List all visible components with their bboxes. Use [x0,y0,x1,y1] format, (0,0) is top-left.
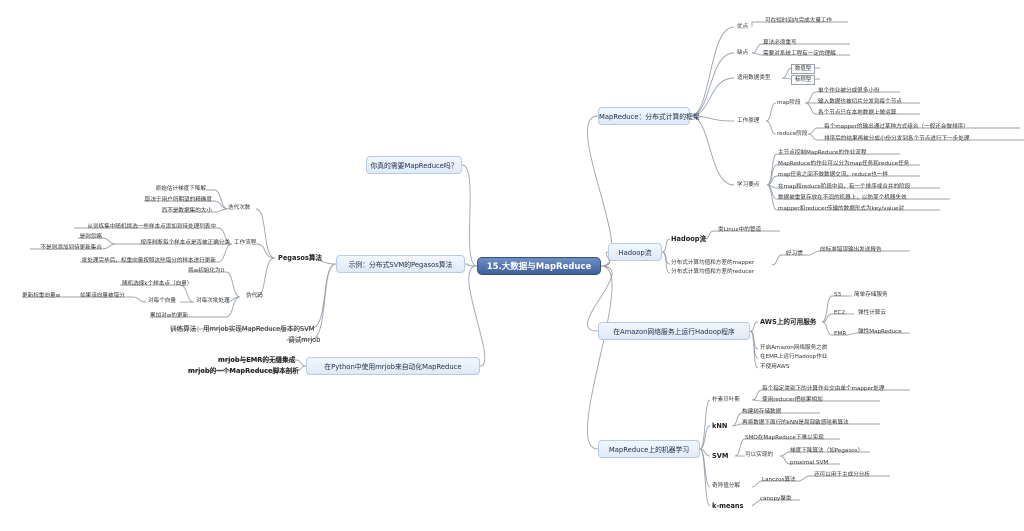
branch-need-mapreduce[interactable]: 你真的需要MapReduce吗？ [366,156,462,174]
node-pros: 优点 [737,24,749,30]
node-canopy: canopy聚类 [760,496,792,502]
node-iterations: 迭代次数 [228,205,251,211]
node-map-item: 输入数据也被切片分发到每个节点 [818,99,902,105]
node-knn-item: 构建树存储数据 [742,409,782,415]
node-map-item: 单个作业被分成很多小份 [818,88,880,94]
node-svm-possible: 可以实现的 [745,452,773,458]
node-random-k: 随机选择k个样本点（向量） [122,281,193,287]
node-mapper: 分布式计算均值和方差的mapper [671,260,755,266]
node-emr-desc: 弹性MapReduce [858,329,902,335]
node-nb-item: 使用reducer把结果相加 [762,397,823,403]
node-pca: 还可以用于主成分分析 [814,472,870,478]
node-debug: 调试mrjob [288,336,321,344]
node-reduce-item: 排序后的结果再被分成小份分发到各个节点进行下一步处理 [824,136,970,142]
node-reduce-phase: reduce阶段 [777,131,808,137]
node-ec2: EC2 [834,310,845,316]
node-svm-proximal: proximal SVM [790,460,829,466]
branch-amazon[interactable]: 在Amazon网络服务上运行Hadoop程序 [598,322,750,340]
node-each-vector: 对每个向量 [148,298,176,304]
node-key-point: map任务之间不做数据交流，reduce也一样 [778,172,888,178]
node-aws-start: 开启Amazon网络服务之旅 [760,345,828,351]
node-svm-pegasos: 梯度下降算法（如Pegasos） [790,448,864,454]
node-misclassified: 如果该向量被错分 [80,293,125,299]
node-reducer: 分布式计算均值和方差的reducer [671,269,755,275]
node-iter-item: 而不是数据集的大小 [161,208,212,214]
central-topic[interactable]: 15.大数据与MapReduce [477,257,601,275]
node-mrjob-emr: mrjob与EMR的无缝集成 [218,356,296,364]
branch-ml-on-mapreduce[interactable]: MapReduce上的机器学习 [598,440,700,458]
node-each-batch: 对每次批处理 [196,298,230,304]
node-workflow-item: 批处理完毕后，权重向量按照这些错分的样本进行更新 [81,258,216,264]
node-knn-item: 再将数据下面行的kNN是局部敏感哈希算法 [742,420,849,426]
node-knn: kNN [712,422,728,430]
branch-mapreduce-framework[interactable]: MapReduce：分布式计算的框架 [598,107,700,125]
node-workflow-item: 从训练集中随机挑选一些样本点添加到待处理列表中 [87,224,216,230]
node-workflow: 工作流程 [234,240,257,246]
node-nb-item: 每个指定类别下的计算作业交由单个mapper处理 [762,386,885,392]
node-data-types: 适用数据类型 [737,75,771,81]
node-s3-desc: 简单存储服务 [854,292,888,298]
node-key-point: 主节点控制MapReduce的作业流程 [778,150,867,156]
node-reduce-item: 每个mapper的输出通过某种方式组合（一般还会做排序） [824,124,969,130]
node-cons-item: 算法必须重写 [763,40,797,46]
branch-hadoop-streaming[interactable]: Hadoop流 [608,243,662,261]
node-workflow-add: 不是则添加到待更新集合 [40,245,102,251]
node-key-point: MapReduce的作业可以分为map任务和reduce任务 [778,161,910,167]
branch-python-mrjob[interactable]: 在Python中使用mrjob来自动化MapReduce [306,357,480,375]
node-emr: EMR [834,331,847,337]
node-key-point: 在map和reduce阶段中间，有一个排序或合并的阶段 [778,184,911,190]
node-aws-emr-run: 在EMR上运行Hadoop作业 [760,354,828,360]
node-aws-no: 不使用AWS [760,364,790,370]
node-iter-item: 原始估计梯度下降解 [155,186,206,192]
node-cons-item: 需要对系统工程有一定的理解 [763,51,836,57]
node-kmeans: k-means [712,502,744,510]
node-type-numeric: 数值型 [791,64,816,74]
node-ec2-desc: 弹性计算云 [858,310,886,316]
node-mrjob-script: mrjob的一个MapReduce脚本剖析 [188,367,299,375]
node-key-points: 学习要点 [737,182,760,188]
node-iter-item: 取决于用户所期望的精确度 [144,197,212,203]
node-svm: SVM [712,452,729,460]
node-svd: 奇异值分解 [712,483,740,489]
node-map-phase: map阶段 [777,100,801,106]
node-how-it-works: 工作原理 [737,118,760,124]
node-workflow-item: 按序判断每个样本点是否被正确分类 [140,240,230,246]
node-train: 训练算法：用mrjob实现MapReduce版本的SVM [170,325,315,333]
node-key-point: mapper和reducer传输的数据形式为key/value对 [778,206,905,212]
branch-pegasos-example[interactable]: 示例：分布式SVM的Pegasos算法 [336,255,465,273]
node-pegasos: Pegasos算法 [278,254,323,262]
node-stderr: 向标准错误输出发送报告 [820,247,882,253]
node-aws-services: AWS上的可用服务 [760,318,817,326]
node-type-nominal: 标称型 [791,75,816,85]
node-naive-bayes: 朴素贝叶斯 [712,397,740,403]
node-pseudocode: 伪代码 [246,293,263,299]
node-cons: 缺点 [737,50,749,56]
node-init-w: 将w初始化为0 [188,268,225,274]
node-lanczos: Lanczos算法 [762,477,796,483]
node-hadoop-streaming: Hadoop流 [671,235,707,243]
node-pros-item: 可在短时间内完成大量工作 [765,18,833,24]
node-workflow-ignore: 是则忽略 [79,234,102,240]
node-map-item: 各个节点只在本地数据上做运算 [818,110,897,116]
node-pipe: 类Linux中的管道 [718,227,762,233]
node-svm-smo: SMO在MapReduce下难以实现 [745,435,824,441]
node-good-habit: 好习惯 [786,251,803,257]
node-key-point: 数据被重复存放在不同的机器上，以防某个机器失效 [778,195,907,201]
node-accumulate: 累加对w的更新 [150,313,189,319]
node-update-w: 更新权重向量w [22,293,61,299]
node-s3: S3 [834,292,842,298]
